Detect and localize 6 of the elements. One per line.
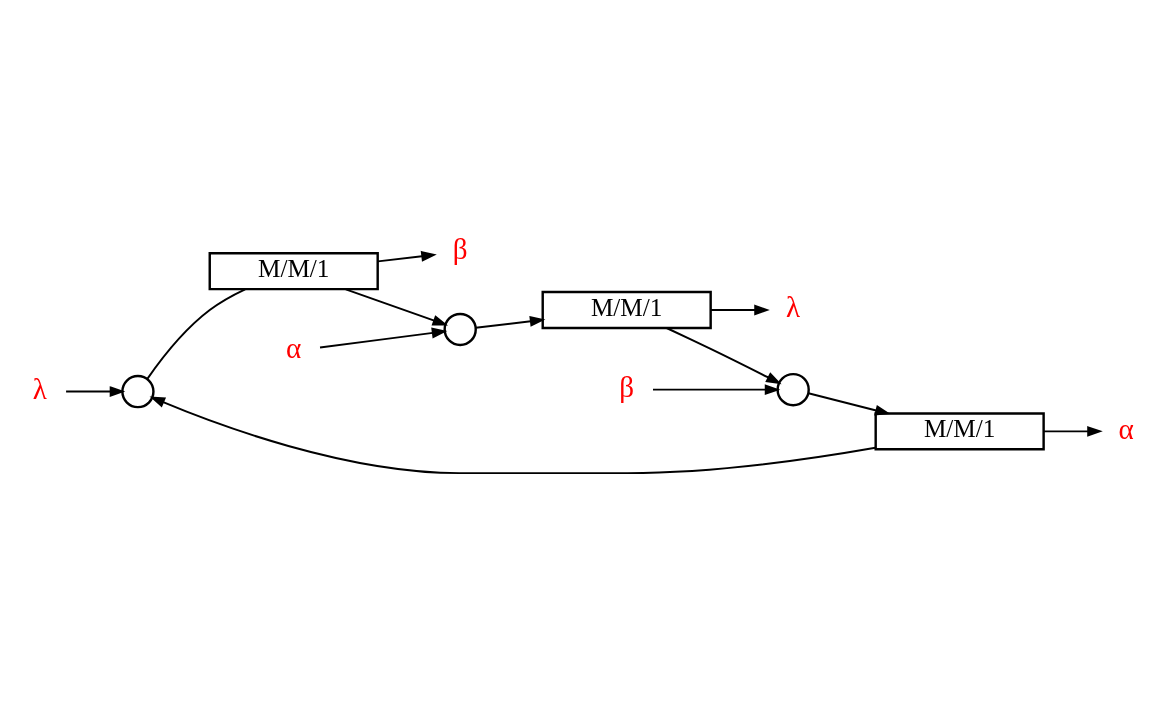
- node-text: β: [452, 232, 468, 265]
- node-text: α: [286, 331, 302, 364]
- node-text: λ: [32, 372, 47, 405]
- node-text: λ: [786, 290, 801, 323]
- node-text: β: [619, 370, 635, 403]
- node-text: α: [1118, 412, 1134, 445]
